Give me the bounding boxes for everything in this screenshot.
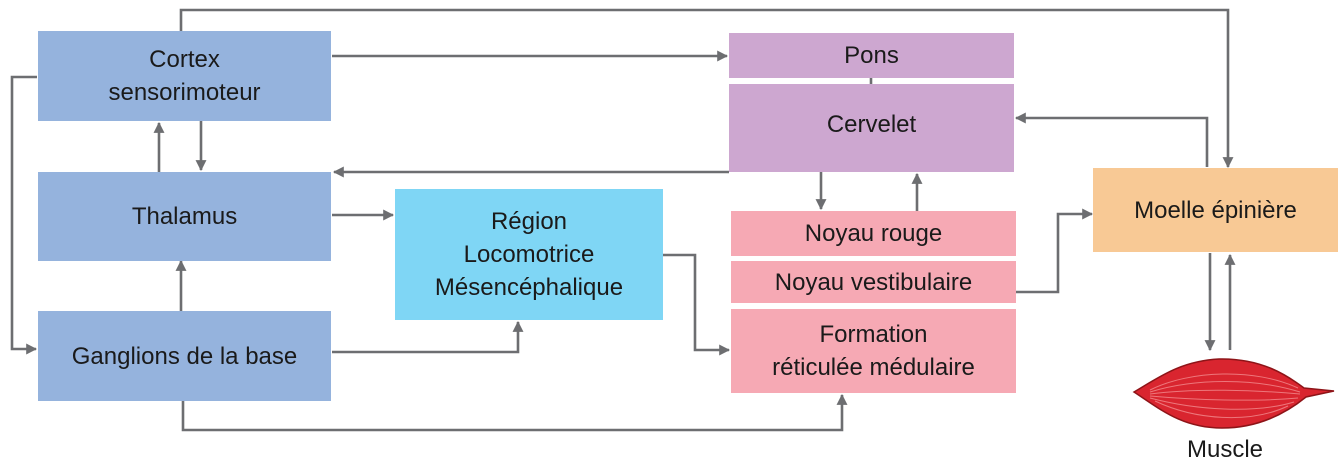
node-label-line: Noyau vestibulaire xyxy=(774,268,973,296)
node-pons: Pons xyxy=(729,33,1014,78)
muscle-label: Muscle xyxy=(1186,436,1264,463)
node-formation-reticulee: Formation réticulée médulaire xyxy=(731,309,1016,393)
arrow-noyaux-to-moelle xyxy=(1016,208,1094,294)
node-ganglions-de-la-base: Ganglions de la base xyxy=(38,311,331,401)
node-label-line: Pons xyxy=(844,42,899,69)
node-label-line: Noyau rouge xyxy=(804,220,943,247)
node-label-line: Cervelet xyxy=(826,111,917,138)
arrow-moelle-to-cervelet xyxy=(1014,112,1209,167)
node-region-locomotrice: Région Locomotrice Mésencéphalique xyxy=(395,189,663,320)
node-cervelet: Cervelet xyxy=(729,84,1014,172)
node-label-line: Mésencéphalique xyxy=(434,274,624,301)
node-thalamus: Thalamus xyxy=(38,172,331,261)
node-label-line: Locomotrice xyxy=(463,241,595,268)
node-label-line: Moelle épinière xyxy=(1134,196,1297,224)
node-cortex-sensorimoteur: Cortex sensorimoteur xyxy=(38,31,331,121)
arrow-cortex-to-ganglions xyxy=(10,75,38,355)
node-moelle-epiniere: Moelle épinière xyxy=(1093,168,1338,252)
node-label-line: Région xyxy=(490,208,568,235)
arrow-ganglions-to-region xyxy=(332,320,524,354)
muscle-icon xyxy=(1132,358,1335,429)
node-label-line: sensorimoteur xyxy=(108,79,261,106)
node-label-line: réticulée médulaire xyxy=(772,354,975,381)
node-label-line: Ganglions de la base xyxy=(71,342,298,370)
arrow-cortex-to-moelle xyxy=(179,8,1234,169)
node-label-line: Cortex xyxy=(149,46,220,73)
node-label-line: Formation xyxy=(819,321,928,348)
node-noyau-rouge: Noyau rouge xyxy=(731,211,1016,256)
node-noyau-vestibulaire: Noyau vestibulaire xyxy=(731,261,1016,303)
arrow-region-to-formation xyxy=(663,253,731,356)
node-label-line: Thalamus xyxy=(131,203,238,230)
arrow-ganglions-to-formation xyxy=(181,393,848,432)
